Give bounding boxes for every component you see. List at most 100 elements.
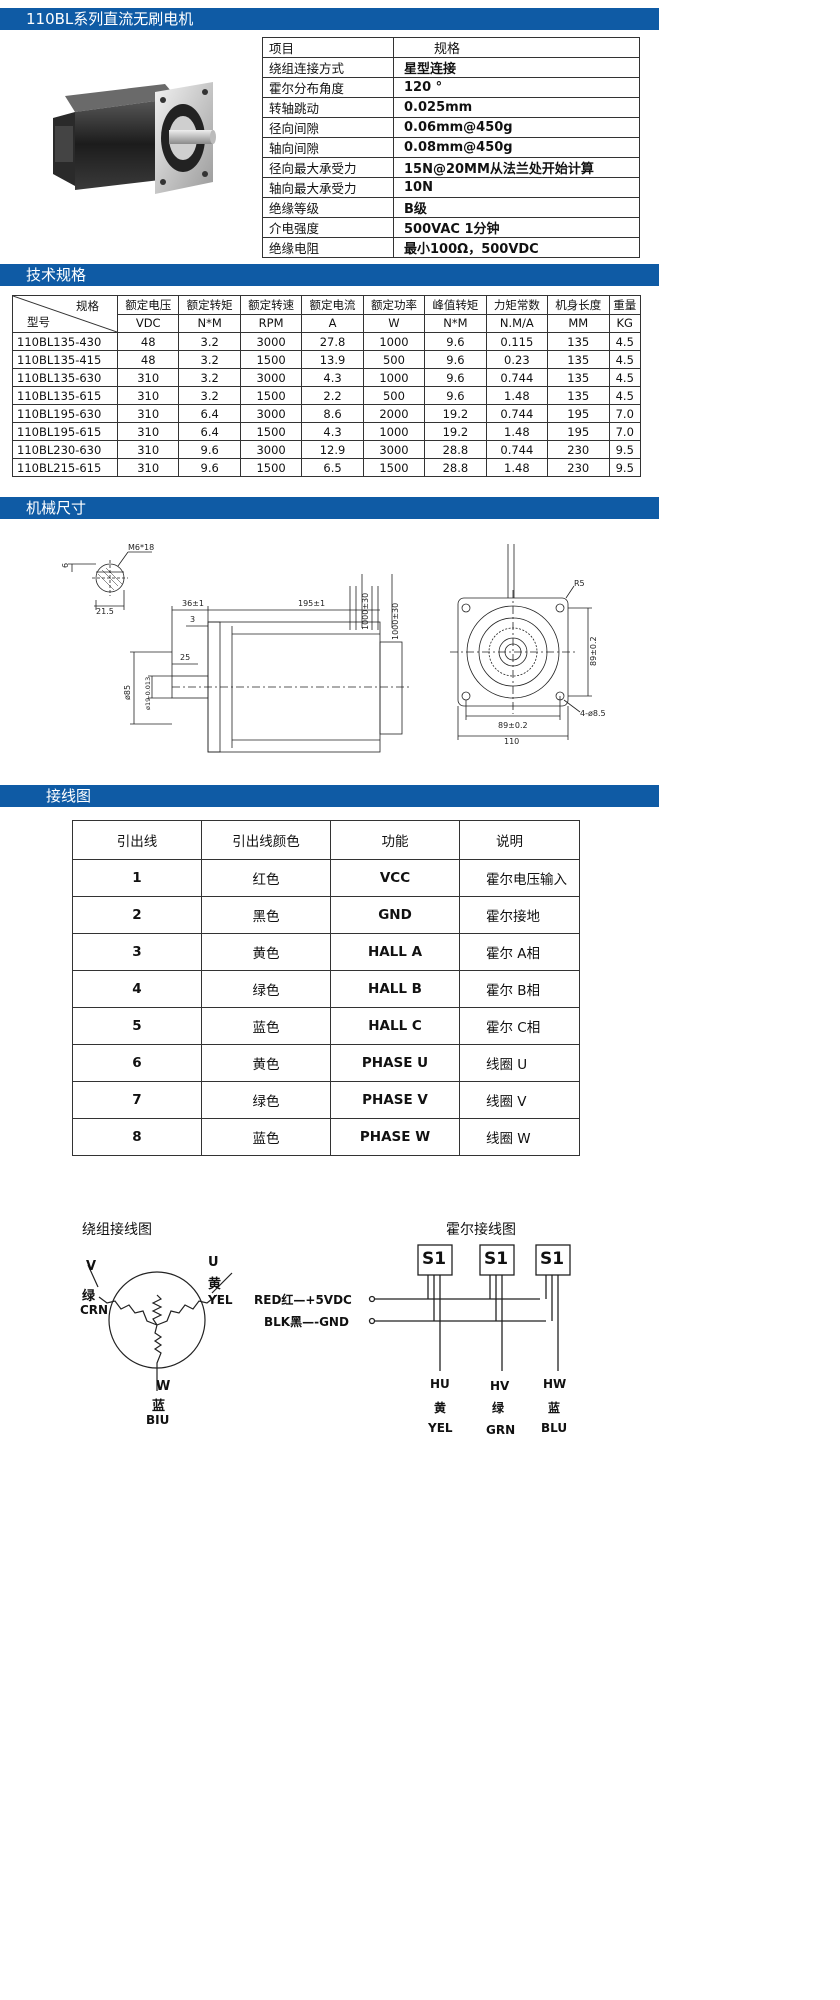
model-cell: 110BL135-615 [12,386,118,405]
winding-u-en: YEL [208,1293,233,1307]
wire-number: 3 [72,933,202,971]
wire-function: HALL B [330,970,460,1008]
spec-key: 项目 [262,37,394,58]
winding-w-label: W [156,1379,171,1394]
wire-color: 蓝色 [201,1007,331,1045]
tech-unit: N*M [424,313,487,333]
spec-value: 15N@20MM从法兰处开始计算 [393,157,640,178]
tech-cell: 9.6 [178,458,241,477]
wire-color: 绿色 [201,1081,331,1119]
wire-description: 霍尔电压输入 [459,859,580,897]
spec-value: 0.025mm [393,97,640,118]
tech-header: 额定转矩 [178,295,241,315]
wire-function: PHASE W [330,1118,460,1156]
tech-cell: 4.5 [608,368,641,387]
tech-cell: 9.6 [178,440,241,459]
tech-cell: 1500 [239,386,303,405]
tech-cell: 0.744 [485,368,549,387]
wire-function: PHASE V [330,1081,460,1119]
page-title: 110BL系列直流无刷电机 [26,10,194,28]
wire-number: 4 [72,970,202,1008]
tech-cell: 3.2 [178,368,241,387]
tech-cell: 28.8 [424,458,487,477]
wire-color: 黄色 [201,933,331,971]
winding-diagram-title: 绕组接线图 [82,1222,152,1238]
side-view [130,574,410,753]
tech-header: 力矩常数 [485,295,549,315]
front-view [450,544,592,740]
tech-cell: 27.8 [301,332,364,351]
tech-cell: 4.3 [301,368,364,387]
model-cell: 110BL195-630 [12,404,118,423]
winding-v-cn: 绿 [82,1289,96,1304]
tech-cell: 7.0 [608,404,641,423]
hall-diagram-title: 霍尔接线图 [446,1222,516,1238]
tech-header: 额定电流 [301,295,364,315]
spec-value: 规格 [393,37,640,58]
tech-unit: N*M [178,313,241,333]
wire-function: PHASE U [330,1044,460,1082]
product-photo [45,78,220,198]
tech-cell: 1000 [362,422,426,441]
model-cell: 110BL135-630 [12,368,118,387]
tech-cell: 500 [362,386,426,405]
hall-out-cn: 黄 [434,1401,447,1415]
tech-cell: 2000 [362,404,426,423]
spec-key: 轴向最大承受力 [262,177,394,198]
tech-cell: 1500 [239,458,303,477]
tech-header: 重量 [608,295,641,315]
page-title-bar: 110BL系列直流无刷电机 [0,8,659,30]
spec-row: 项目规格 [262,37,640,58]
mech-section-title: 机械尺寸 [26,499,87,517]
spec-key: 介电强度 [262,217,394,238]
dim-195: 195±1 [298,599,325,608]
hall-out-code: HV [490,1379,510,1393]
tech-cell: 135 [547,350,610,369]
tech-cell: 0.744 [485,440,549,459]
wire-number: 5 [72,1007,202,1045]
wire-description: 线圈 V [459,1081,580,1119]
tech-cell: 9.6 [424,332,487,351]
dim-89-v: 89±0.2 [589,636,598,666]
tech-header: 机身长度 [547,295,610,315]
tech-unit: VDC [116,313,180,333]
tech-cell: 310 [116,386,180,405]
spec-key: 轴向间隙 [262,137,394,158]
dim-3: 3 [190,615,195,624]
tech-cell: 1000 [362,368,426,387]
tech-cell: 1500 [239,422,303,441]
hall-out-code: HW [543,1377,567,1391]
tech-cell: 310 [116,458,180,477]
wire-number: 2 [72,896,202,934]
wire-function: HALL C [330,1007,460,1045]
tech-cell: 9.6 [424,386,487,405]
dim-m6: M6*18 [128,543,154,552]
wire-description: 霍尔 B相 [459,970,580,1008]
hall-diagram: 霍尔接线图 S1 S1 S1 RED红—+5VDC BLK黑—-GND HU 黄… [250,1215,590,1440]
tech-cell: 19.2 [424,422,487,441]
tech-cell: 2.2 [301,386,364,405]
tech-cell: 19.2 [424,404,487,423]
tech-corner-cell: 规格 型号 [12,295,118,333]
wiring-header: 功能 [330,820,460,860]
wire-description: 线圈 U [459,1044,580,1082]
winding-u-cn: 黄 [208,1277,222,1292]
hall-red-line-label: RED红—+5VDC [254,1293,352,1307]
tech-cell: 500 [362,350,426,369]
tech-cell: 28.8 [424,440,487,459]
hall-out-en: YEL [428,1421,453,1435]
hall-out-en: BLU [541,1421,568,1435]
shaft-section-view [68,551,152,610]
